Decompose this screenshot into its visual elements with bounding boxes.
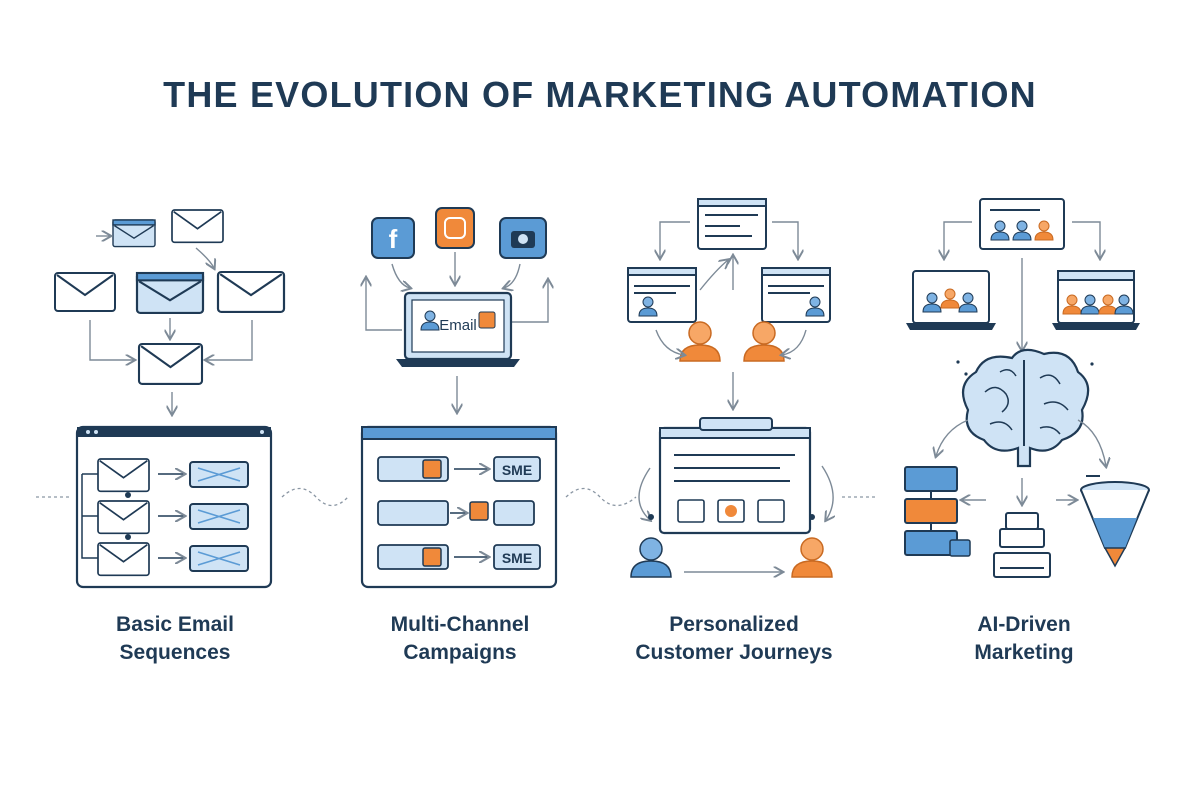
stage-label-line: Marketing xyxy=(974,641,1074,664)
envelope-icon xyxy=(135,271,205,314)
sms-badge: SME xyxy=(502,550,532,566)
stage-label-ai-driven: AI-Driven Marketing xyxy=(894,611,1154,667)
stage-label-personalized: Personalized Customer Journeys xyxy=(604,611,864,667)
stage-1-basic-email-illustration xyxy=(54,209,286,589)
stage-4-ai-driven-illustration xyxy=(904,198,1150,578)
monitor-icon xyxy=(979,198,1065,250)
envelope-icon xyxy=(112,219,156,248)
laptop-icon xyxy=(1052,270,1140,330)
stage-label-multi-channel: Multi-Channel Campaigns xyxy=(330,611,590,667)
facebook-icon xyxy=(371,217,415,259)
stage-label-line: Basic Email xyxy=(116,613,234,636)
envelope-icon xyxy=(54,272,116,312)
customer-avatar xyxy=(679,321,721,362)
page-title: THE EVOLUTION OF MARKETING AUTOMATION xyxy=(163,74,1037,115)
stage-label-line: Campaigns xyxy=(403,641,517,664)
stage-label-line: Multi-Channel xyxy=(390,613,530,636)
customer-avatar xyxy=(630,537,672,578)
conversion-funnel-icon xyxy=(1080,475,1150,568)
sms-badge: SME xyxy=(502,462,532,478)
instagram-icon xyxy=(435,207,475,249)
customer-avatar xyxy=(791,537,833,578)
email-badge: Email xyxy=(439,317,477,334)
ai-brain-icon xyxy=(961,348,1090,468)
stage-label-line: Customer Journeys xyxy=(635,641,833,664)
laptop-icon xyxy=(906,270,996,330)
stage-label-line: Sequences xyxy=(119,641,231,664)
device-stack-icon xyxy=(993,512,1051,578)
facebook-letter: f xyxy=(389,224,398,254)
customer-avatar xyxy=(743,321,785,362)
profile-card xyxy=(697,198,767,250)
stage-label-line: Personalized xyxy=(669,613,799,636)
envelope-icon xyxy=(216,270,286,314)
envelope-icon xyxy=(137,342,204,385)
stage-3-personalized-journeys-illustration xyxy=(627,198,833,578)
envelope-icon xyxy=(171,209,224,244)
data-stack-icon xyxy=(904,466,971,557)
stage-label-line: AI-Driven xyxy=(977,613,1071,636)
profile-card xyxy=(761,267,831,323)
stage-2-multi-channel-illustration: f Email xyxy=(362,207,558,589)
profile-card xyxy=(627,267,697,323)
stage-label-basic-email: Basic Email Sequences xyxy=(45,611,305,667)
